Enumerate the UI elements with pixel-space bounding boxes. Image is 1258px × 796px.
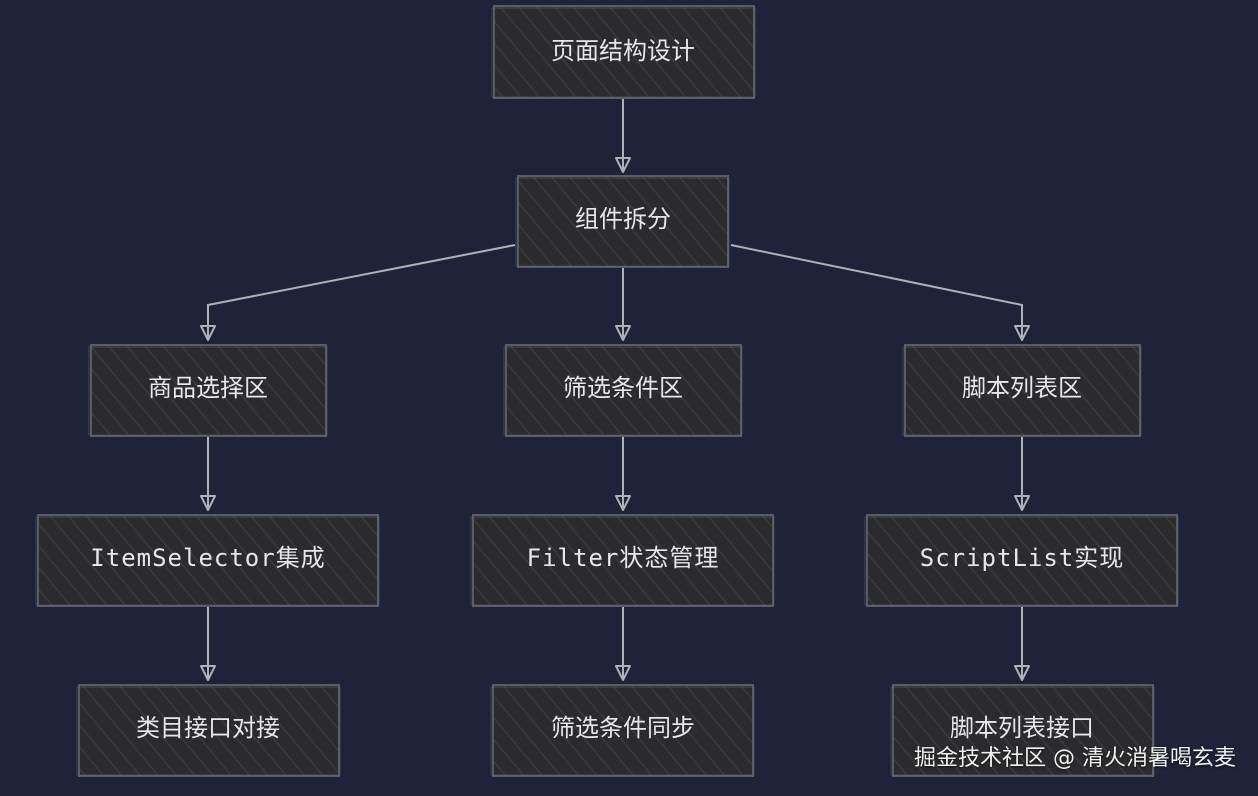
node-script-list-impl-label: ScriptList实现	[920, 544, 1125, 572]
node-item-selector-label: ItemSelector集成	[90, 544, 325, 572]
node-category-api-label: 类目接口对接	[136, 714, 280, 742]
arrowhead-script-list-api	[1014, 665, 1030, 681]
node-script-list-api-label: 脚本列表接口	[950, 714, 1094, 742]
node-filter-conditions: 筛选条件区	[503, 344, 743, 437]
watermark: 掘金技术社区 @ 清火消暑喝玄麦	[914, 746, 1236, 771]
arrowhead-item-selector	[200, 495, 216, 511]
arrowhead-script-list-area	[1014, 325, 1030, 341]
edges	[200, 98, 1030, 681]
node-script-list-area-label: 脚本列表区	[962, 374, 1082, 402]
arrowhead-product-selection	[200, 325, 216, 341]
node-item-selector: ItemSelector集成	[35, 514, 380, 607]
node-filter-state-label: Filter状态管理	[527, 544, 720, 572]
node-script-list-area: 脚本列表区	[902, 344, 1142, 437]
node-page-structure-label: 页面结构设计	[551, 37, 695, 65]
edge-component-split-to-product-selection	[207, 244, 516, 340]
node-filter-state: Filter状态管理	[470, 514, 775, 607]
node-script-list-api: 脚本列表接口	[890, 684, 1155, 777]
node-filter-conditions-label: 筛选条件区	[563, 374, 683, 402]
arrowhead-category-api	[200, 665, 216, 681]
node-component-split: 组件拆分	[515, 175, 730, 268]
node-filter-sync: 筛选条件同步	[490, 684, 755, 777]
node-filter-sync-label: 筛选条件同步	[551, 714, 695, 742]
node-script-list-impl: ScriptList实现	[864, 514, 1179, 607]
node-product-selection: 商品选择区	[88, 344, 328, 437]
arrowhead-filter-state	[615, 495, 631, 511]
node-page-structure: 页面结构设计	[491, 5, 756, 99]
node-component-split-label: 组件拆分	[575, 205, 671, 233]
arrowhead-filter-conditions	[615, 325, 631, 341]
arrowhead-component-split	[615, 157, 631, 173]
node-product-selection-label: 商品选择区	[148, 374, 268, 402]
edge-component-split-to-script-list-area	[730, 244, 1023, 340]
node-category-api: 类目接口对接	[76, 684, 341, 777]
arrowhead-filter-sync	[615, 665, 631, 681]
arrowhead-script-list-impl	[1014, 495, 1030, 511]
